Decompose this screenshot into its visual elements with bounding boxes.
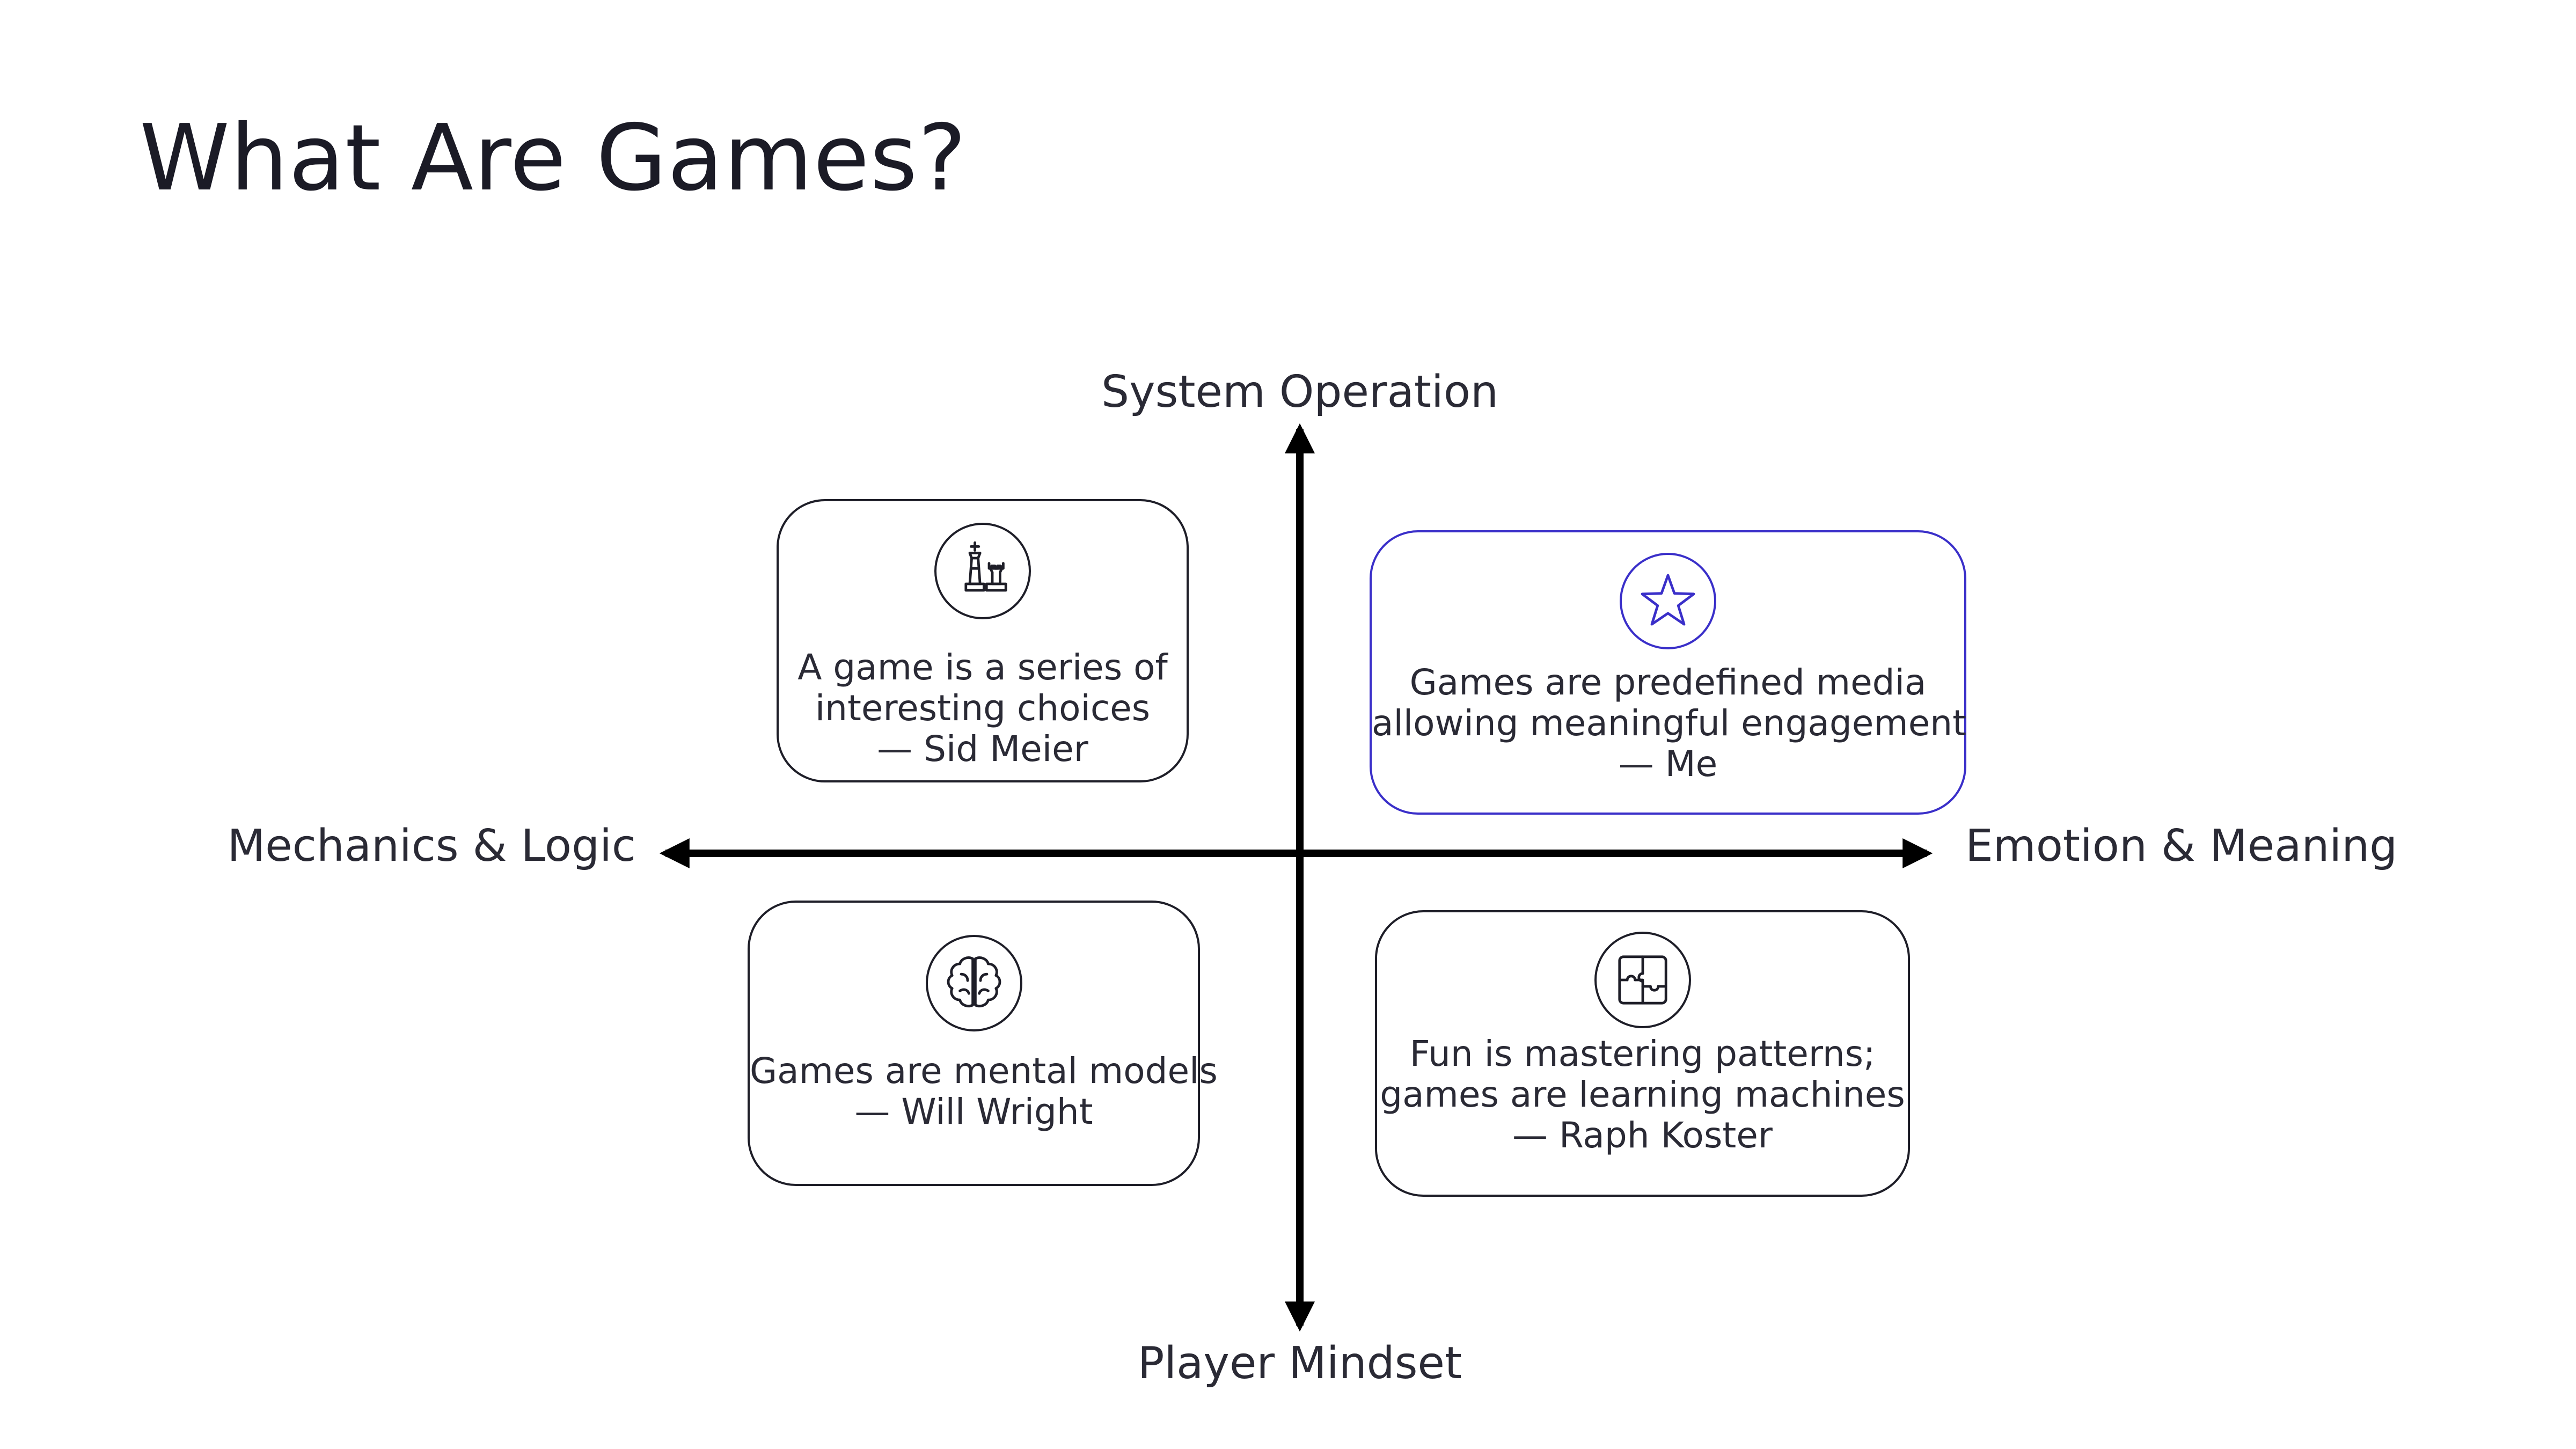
axis-label-left: Mechanics & Logic bbox=[227, 821, 636, 872]
card-quote-text: Games are predefined media allowing mean… bbox=[1372, 662, 1967, 785]
quote-line: A game is a series of bbox=[797, 647, 1168, 688]
quote-line: Games are predefined media bbox=[1409, 662, 1927, 703]
quote-card-raph-koster: Fun is mastering patterns; games are lea… bbox=[1375, 910, 1910, 1197]
axis-label-bottom: Player Mindset bbox=[1137, 1338, 1462, 1389]
card-quote-text: Games are mental models — Will Wright bbox=[750, 1050, 1218, 1132]
quote-author: — Raph Koster bbox=[1512, 1115, 1773, 1156]
axis-label-top: System Operation bbox=[1101, 367, 1498, 418]
quote-card-will-wright: Games are mental models — Will Wright bbox=[748, 901, 1218, 1186]
quote-card-me: Games are predefined media allowing mean… bbox=[1370, 530, 1966, 815]
chess-pieces-icon bbox=[934, 523, 1031, 619]
quote-author: — Sid Meier bbox=[877, 728, 1088, 770]
quote-line: interesting choices bbox=[815, 687, 1151, 729]
card-quote-text: Fun is mastering patterns; games are lea… bbox=[1377, 1034, 1908, 1156]
puzzle-icon bbox=[1594, 932, 1691, 1028]
quote-line: games are learning machines bbox=[1380, 1074, 1905, 1115]
quote-author: — Me bbox=[1618, 743, 1718, 785]
card-quote-text: A game is a series of interesting choice… bbox=[779, 647, 1187, 770]
quote-line: Games are mental models bbox=[750, 1050, 1218, 1092]
star-icon bbox=[1620, 553, 1716, 649]
brain-icon bbox=[925, 935, 1022, 1031]
quote-author: — Will Wright bbox=[854, 1091, 1093, 1132]
slide-title: What Are Games? bbox=[140, 105, 967, 211]
quote-line: allowing meaningful engagement bbox=[1372, 702, 1967, 744]
quote-card-sid-meier: A game is a series of interesting choice… bbox=[777, 499, 1189, 782]
axis-label-right: Emotion & Meaning bbox=[1965, 821, 2398, 872]
quote-line: Fun is mastering patterns; bbox=[1409, 1033, 1876, 1074]
